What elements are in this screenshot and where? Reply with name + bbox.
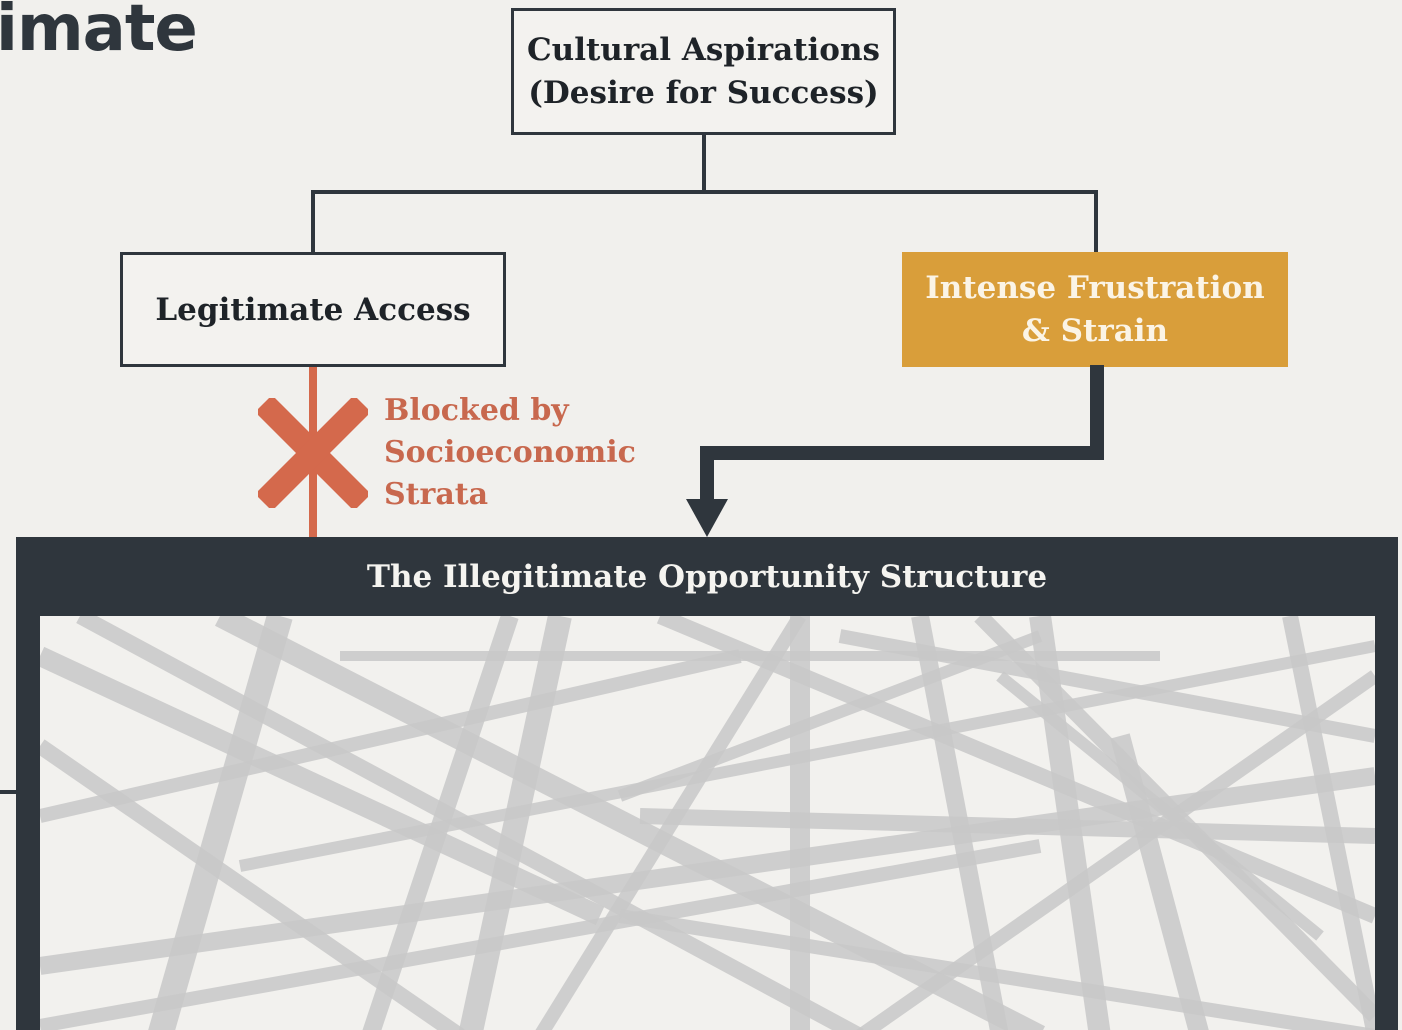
aspirations-line2: (Desire for Success) [528, 74, 879, 111]
connector-horizontal [311, 190, 1098, 194]
heading-fragment: imate [0, 0, 198, 66]
blocked-label: Blocked by Socioeconomic Strata [384, 390, 644, 516]
frustration-strain-box: Intense Frustration & Strain [902, 252, 1288, 367]
blocked-line3: Strata [384, 477, 489, 512]
legitimate-access-label: Legitimate Access [155, 291, 471, 328]
illegitimate-structure-panel: The Illegitimate Opportunity Structure [16, 537, 1398, 1030]
lattice-graphic [40, 616, 1375, 1030]
x-cross-icon [258, 398, 368, 508]
frustration-line2: & Strain [1021, 312, 1169, 349]
blocked-line2: Socioeconomic [384, 435, 636, 470]
illegitimate-structure-title: The Illegitimate Opportunity Structure [366, 559, 1048, 595]
connector-aspirations-down [702, 135, 706, 192]
lattice-network [40, 616, 1375, 1030]
cultural-aspirations-box: Cultural Aspirations (Desire for Success… [511, 8, 896, 135]
legitimate-access-box: Legitimate Access [120, 252, 506, 367]
aspirations-line1: Cultural Aspirations [527, 31, 880, 68]
down-arrow-icon [686, 365, 1104, 537]
connector-to-legitimate [311, 190, 315, 253]
connector-to-frustration [1094, 190, 1098, 253]
blocked-line1: Blocked by [384, 393, 569, 428]
frustration-line1: Intense Frustration [925, 269, 1265, 306]
left-edge-connector [0, 790, 16, 794]
